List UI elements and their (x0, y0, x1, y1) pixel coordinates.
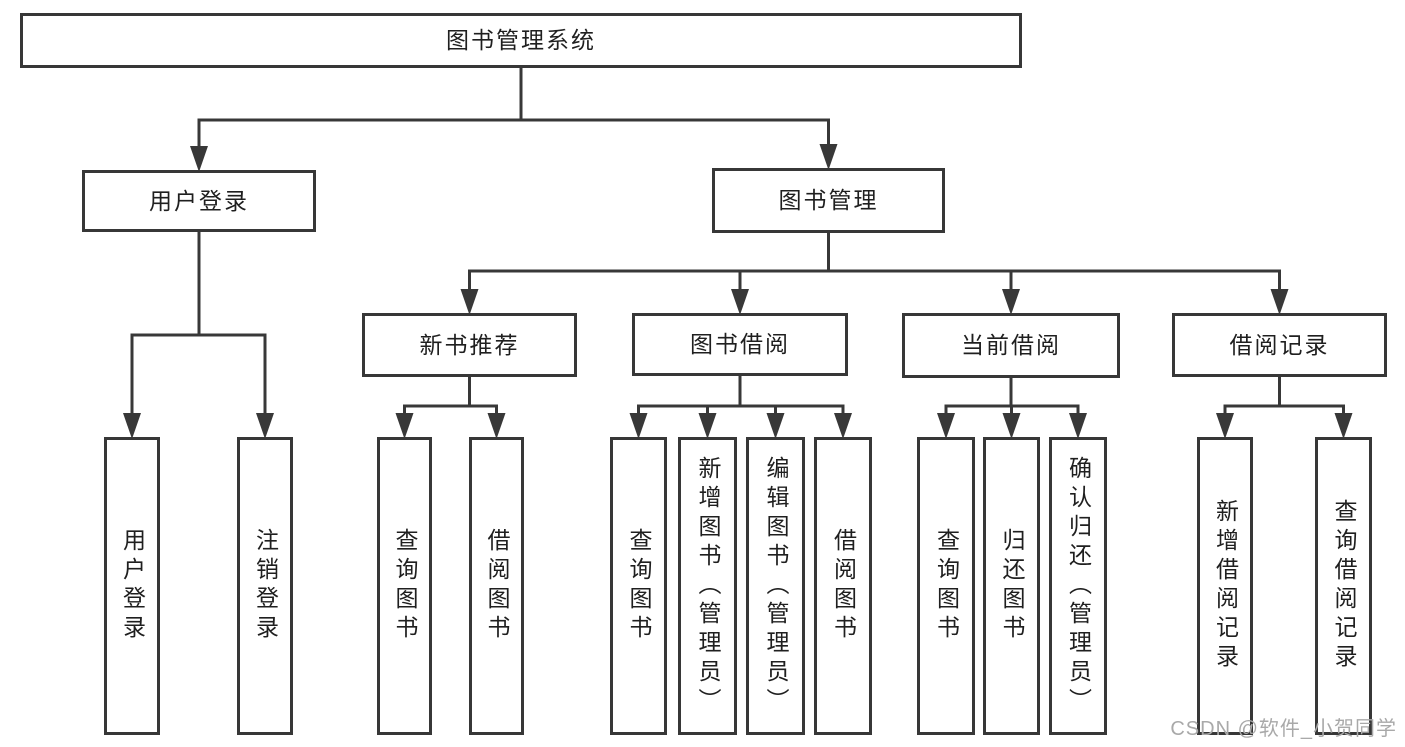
arrowhead-icon (698, 413, 717, 439)
node-leaf-nbr-borrow: 借阅图书 (469, 437, 524, 735)
node-root: 图书管理系统 (20, 13, 1022, 68)
node-label-borrow-records: 借阅记录 (1229, 331, 1330, 358)
arrowhead-icon (1334, 413, 1353, 439)
node-book-borrow: 图书借阅 (632, 313, 848, 376)
node-label-user-login: 用户登录 (149, 187, 249, 214)
node-label-leaf-cb-query: 查询图书 (933, 528, 960, 644)
arrowhead-icon (1270, 289, 1289, 315)
arrowhead-icon (1069, 413, 1087, 439)
node-book-mgmt: 图书管理 (712, 168, 945, 233)
node-leaf-logout: 注销登录 (237, 437, 293, 735)
node-label-leaf-br-add: 新增借阅记录 (1212, 499, 1239, 673)
arrowhead-icon (190, 146, 208, 172)
node-current-borrow: 当前借阅 (902, 313, 1120, 378)
node-label-leaf-bb-edit: 编辑图书（管理员） (763, 455, 789, 717)
node-label-leaf-br-query: 查询借阅记录 (1331, 499, 1357, 673)
node-leaf-bb-borrow: 借阅图书 (814, 437, 872, 735)
node-label-root: 图书管理系统 (446, 27, 596, 53)
node-borrow-records: 借阅记录 (1172, 313, 1387, 377)
arrowhead-icon (731, 289, 749, 315)
node-leaf-br-add: 新增借阅记录 (1197, 437, 1253, 735)
arrowhead-icon (487, 413, 506, 439)
arrowhead-icon (819, 144, 838, 170)
node-label-leaf-nbr-borrow: 借阅图书 (484, 528, 510, 644)
node-label-new-book-rec: 新书推荐 (419, 331, 520, 358)
node-label-leaf-cb-confirm: 确认归还（管理员） (1065, 455, 1092, 717)
watermark: CSDN @软件_小贺同学 (1170, 718, 1397, 740)
arrowhead-icon (395, 413, 414, 439)
node-label-book-mgmt: 图书管理 (778, 187, 879, 213)
arrowhead-icon (834, 413, 852, 439)
node-label-book-borrow: 图书借阅 (690, 331, 790, 357)
node-label-leaf-bb-add: 新增图书（管理员） (695, 455, 721, 717)
node-label-leaf-user-login: 用户登录 (119, 528, 146, 644)
node-leaf-cb-confirm: 确认归还（管理员） (1049, 437, 1107, 735)
node-user-login: 用户登录 (82, 170, 316, 232)
node-leaf-bb-query: 查询图书 (610, 437, 667, 735)
arrowhead-icon (1216, 413, 1234, 439)
arrowhead-icon (256, 413, 274, 439)
node-new-book-rec: 新书推荐 (362, 313, 577, 377)
arrowhead-icon (766, 413, 785, 439)
node-leaf-bb-edit: 编辑图书（管理员） (746, 437, 805, 735)
node-label-leaf-nbr-query: 查询图书 (392, 528, 418, 644)
node-label-leaf-cb-return: 归还图书 (999, 528, 1025, 644)
arrowhead-icon (629, 413, 648, 439)
arrowhead-icon (937, 413, 955, 439)
node-leaf-br-query: 查询借阅记录 (1315, 437, 1372, 735)
node-leaf-cb-query: 查询图书 (917, 437, 975, 735)
node-label-leaf-bb-borrow: 借阅图书 (830, 528, 857, 644)
arrowhead-icon (123, 413, 141, 439)
arrowhead-icon (460, 289, 479, 315)
arrowhead-icon (1002, 413, 1021, 439)
arrowhead-icon (1002, 289, 1020, 315)
node-leaf-cb-return: 归还图书 (983, 437, 1040, 735)
node-label-leaf-bb-query: 查询图书 (626, 528, 652, 644)
node-label-leaf-logout: 注销登录 (252, 528, 279, 644)
node-label-current-borrow: 当前借阅 (961, 332, 1061, 358)
node-leaf-user-login: 用户登录 (104, 437, 160, 735)
node-leaf-nbr-query: 查询图书 (377, 437, 432, 735)
node-leaf-bb-add: 新增图书（管理员） (678, 437, 737, 735)
